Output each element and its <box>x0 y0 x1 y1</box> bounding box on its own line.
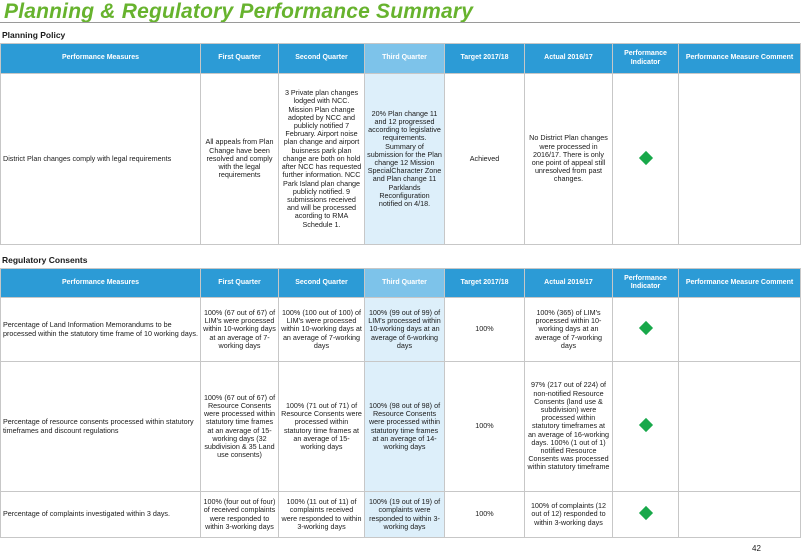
actual-cell: 97% (217 out of 224) of non-notified Res… <box>524 361 613 492</box>
table-row: Percentage of complaints investigated wi… <box>0 491 801 538</box>
planning-policy-table: Performance Measures First Quarter Secon… <box>0 43 801 245</box>
header-third-quarter: Third Quarter <box>364 43 445 74</box>
q2-cell: 100% (71 out of 71) of Resource Consents… <box>278 361 365 492</box>
q3-cell: 100% (99 out of 99) of LIM's processed w… <box>364 297 445 362</box>
header-measures: Performance Measures <box>0 268 201 298</box>
measure-cell: Percentage of resource consents processe… <box>0 361 201 492</box>
header-first-quarter: First Quarter <box>200 43 279 74</box>
target-cell: 100% <box>444 491 525 538</box>
actual-cell: 100% (365) of LIM's processed within 10-… <box>524 297 613 362</box>
q2-cell: 100% (100 out of 100) of LIM's were proc… <box>278 297 365 362</box>
q3-cell: 100% (19 out of 19) of complaints were r… <box>364 491 445 538</box>
header-actual: Actual 2016/17 <box>524 43 613 74</box>
section-heading-regulatory: Regulatory Consents <box>2 255 88 265</box>
header-indicator: Performance Indicator <box>612 268 679 298</box>
q1-cell: 100% (67 out of 67) of LIM's were proces… <box>200 297 279 362</box>
comment-cell <box>678 361 801 492</box>
regulatory-consents-table: Performance Measures First Quarter Secon… <box>0 268 801 538</box>
header-second-quarter: Second Quarter <box>278 268 365 298</box>
q3-cell: 100% (98 out of 98) of Resource Consents… <box>364 361 445 492</box>
table-header-row: Performance Measures First Quarter Secon… <box>0 268 801 298</box>
q1-cell: 100% (67 out of 67) of Resource Consents… <box>200 361 279 492</box>
q2-cell: 100% (11 out of 11) of complaints receiv… <box>278 491 365 538</box>
green-diamond-icon <box>638 418 653 433</box>
page-number: 42 <box>752 544 761 553</box>
measure-cell: District Plan changes comply with legal … <box>0 73 201 245</box>
title-underline <box>0 22 800 23</box>
green-diamond-icon <box>638 150 653 165</box>
table-row: Percentage of resource consents processe… <box>0 361 801 492</box>
header-second-quarter: Second Quarter <box>278 43 365 74</box>
target-cell: 100% <box>444 361 525 492</box>
header-target: Target 2017/18 <box>444 43 525 74</box>
header-comment: Performance Measure Comment <box>678 268 801 298</box>
table-header-row: Performance Measures First Quarter Secon… <box>0 43 801 74</box>
header-indicator: Performance Indicator <box>612 43 679 74</box>
indicator-cell <box>612 361 679 492</box>
target-cell: 100% <box>444 297 525 362</box>
measure-cell: Percentage of complaints investigated wi… <box>0 491 201 538</box>
header-third-quarter: Third Quarter <box>364 268 445 298</box>
green-diamond-icon <box>638 506 653 521</box>
q2-cell: 3 Private plan changes lodged with NCC. … <box>278 73 365 245</box>
actual-cell: 100% of complaints (12 out of 12) respon… <box>524 491 613 538</box>
measure-cell: Percentage of Land Information Memorandu… <box>0 297 201 362</box>
section-heading-planning: Planning Policy <box>2 30 66 40</box>
table-row: District Plan changes comply with legal … <box>0 73 801 245</box>
header-first-quarter: First Quarter <box>200 268 279 298</box>
header-target: Target 2017/18 <box>444 268 525 298</box>
q3-cell: 20% Plan change 11 and 12 progressed acc… <box>364 73 445 245</box>
page-title: Planning & Regulatory Performance Summar… <box>4 0 474 23</box>
target-cell: Achieved <box>444 73 525 245</box>
q1-cell: All appeals from Plan Change have been r… <box>200 73 279 245</box>
q1-cell: 100% (four out of four) of received comp… <box>200 491 279 538</box>
header-actual: Actual 2016/17 <box>524 268 613 298</box>
actual-cell: No District Plan changes were processed … <box>524 73 613 245</box>
indicator-cell <box>612 297 679 362</box>
comment-cell <box>678 297 801 362</box>
header-measures: Performance Measures <box>0 43 201 74</box>
comment-cell <box>678 491 801 538</box>
comment-cell <box>678 73 801 245</box>
indicator-cell <box>612 73 679 245</box>
indicator-cell <box>612 491 679 538</box>
green-diamond-icon <box>638 321 653 336</box>
header-comment: Performance Measure Comment <box>678 43 801 74</box>
table-row: Percentage of Land Information Memorandu… <box>0 297 801 362</box>
